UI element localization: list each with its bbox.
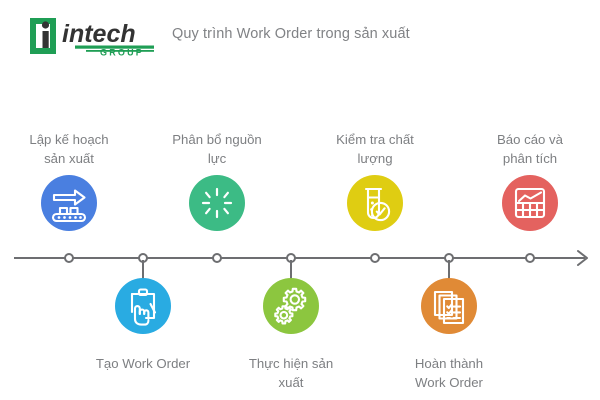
step-icon-bubble[interactable] (421, 278, 477, 334)
step-icon-bubble[interactable] (41, 175, 97, 231)
step-label: Tạo Work Order (95, 356, 191, 371)
header: intech GROUP Quy trình Work Order trong … (0, 0, 600, 70)
gears-icon (274, 287, 307, 325)
step-icon-bubble[interactable] (347, 175, 403, 231)
step-icon-bubble[interactable] (502, 175, 558, 231)
report-chart-icon (514, 187, 546, 219)
page-title: Quy trình Work Order trong sản xuất (172, 26, 410, 42)
step-icon-bubble[interactable] (189, 175, 245, 231)
timeline-node (212, 253, 222, 263)
step-stem (290, 260, 292, 280)
svg-text:intech: intech (62, 20, 136, 48)
right-arrowhead-icon (577, 250, 588, 266)
timeline-node (64, 253, 74, 263)
step-icon-bubble[interactable] (263, 278, 319, 334)
step-icon-bubble[interactable] (115, 278, 171, 334)
clipboard-hand-icon (130, 288, 157, 326)
logo-artwork: intech GROUP (30, 18, 154, 58)
timeline-node (525, 253, 535, 263)
resource-spinner-icon (201, 187, 233, 219)
test-tube-check-icon (364, 187, 391, 222)
conveyor-belt-arrow-icon (51, 189, 87, 223)
documents-checklist-icon (433, 290, 465, 325)
timeline-node (370, 253, 380, 263)
intech-group-logo: intech GROUP (26, 14, 158, 58)
process-timeline (0, 238, 600, 278)
svg-text:GROUP: GROUP (100, 48, 144, 58)
timeline-axis-svg (14, 250, 588, 266)
step-stem (448, 260, 450, 280)
step-stem (142, 260, 144, 280)
